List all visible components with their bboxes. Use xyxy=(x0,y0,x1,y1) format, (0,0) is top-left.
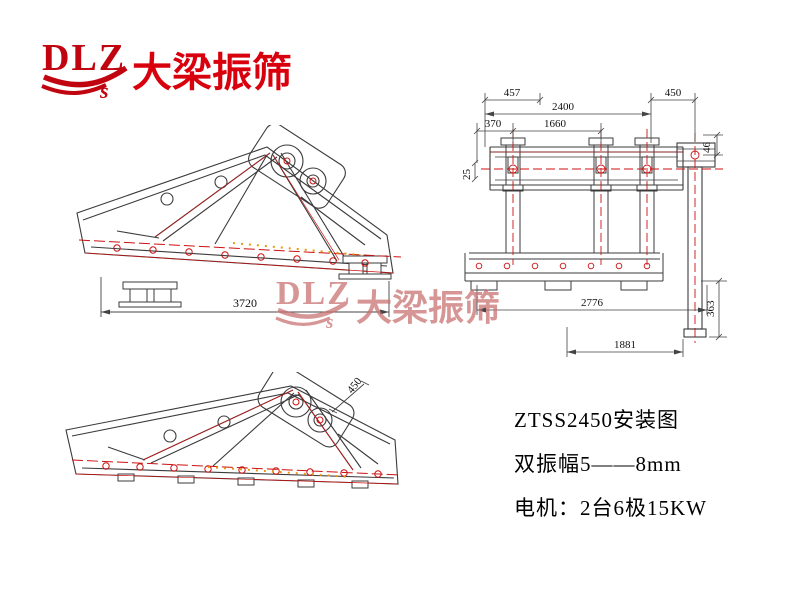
logo-brand-text: 大梁振筛 xyxy=(132,50,292,95)
dim-2400-label: 2400 xyxy=(552,101,575,113)
watermark-brand-text: 大梁振筛 xyxy=(356,288,500,328)
watermark-swoosh2-icon xyxy=(275,316,331,326)
dim-363-label: 363 xyxy=(705,300,717,317)
end-view-red-layer xyxy=(475,129,723,343)
side-top-frame xyxy=(76,146,394,274)
dim-46-label: 46 xyxy=(701,142,713,154)
side-bottom-exciter xyxy=(257,372,355,448)
dim-450-side-label: 450 xyxy=(345,375,365,396)
watermark-logo: DLZ s 大梁振筛 xyxy=(275,275,500,333)
side-view-bottom-drawing: 450 xyxy=(65,372,401,489)
watermark-s-text: s xyxy=(325,312,333,333)
logo-swoosh2-icon xyxy=(41,83,107,95)
spec-motor-line: 电机：2台6极15KW xyxy=(514,496,707,520)
dim-1660-label: 1660 xyxy=(544,118,567,130)
end-view-base xyxy=(464,252,664,291)
logo-swoosh-icon xyxy=(42,65,128,88)
side-top-red-layer xyxy=(78,152,402,274)
brand-logo: DLZ s 大梁振筛 xyxy=(41,37,292,103)
side-top-orange-centerline xyxy=(232,242,362,256)
dim-1881-label: 1881 xyxy=(614,339,636,351)
dim-450-label: 450 xyxy=(665,87,682,99)
logo-dlz-text: DLZ xyxy=(42,37,126,79)
dim-450-side: 450 xyxy=(328,375,370,414)
end-view-columns xyxy=(500,137,660,253)
end-view-drawing: 457 450 2400 1660 370 25 46 2776 1881 36… xyxy=(461,87,727,357)
dim-2776-label: 2776 xyxy=(581,297,604,309)
spec-model-line: ZTSS2450安装图 xyxy=(514,408,680,432)
end-view-dims: 457 450 2400 1660 370 25 46 2776 1881 36… xyxy=(461,87,727,357)
watermark-swoosh-icon xyxy=(277,301,348,319)
side-bottom-mount-tabs xyxy=(117,473,369,489)
dim-457-label: 457 xyxy=(504,87,521,99)
dim-3720: 3720 xyxy=(100,277,390,317)
side-view-top-drawing: 3720 xyxy=(76,125,402,317)
dim-25-label: 25 xyxy=(461,169,473,181)
logo-s-text: s xyxy=(99,78,109,103)
spec-text-block: ZTSS2450安装图 双振幅5——8mm 电机：2台6极15KW xyxy=(514,398,707,530)
side-bottom-red-layer xyxy=(71,389,401,485)
spec-amplitude-line: 双振幅5——8mm xyxy=(514,452,682,476)
dim-3720-label: 3720 xyxy=(233,296,257,310)
dim-370-label: 370 xyxy=(485,118,502,130)
